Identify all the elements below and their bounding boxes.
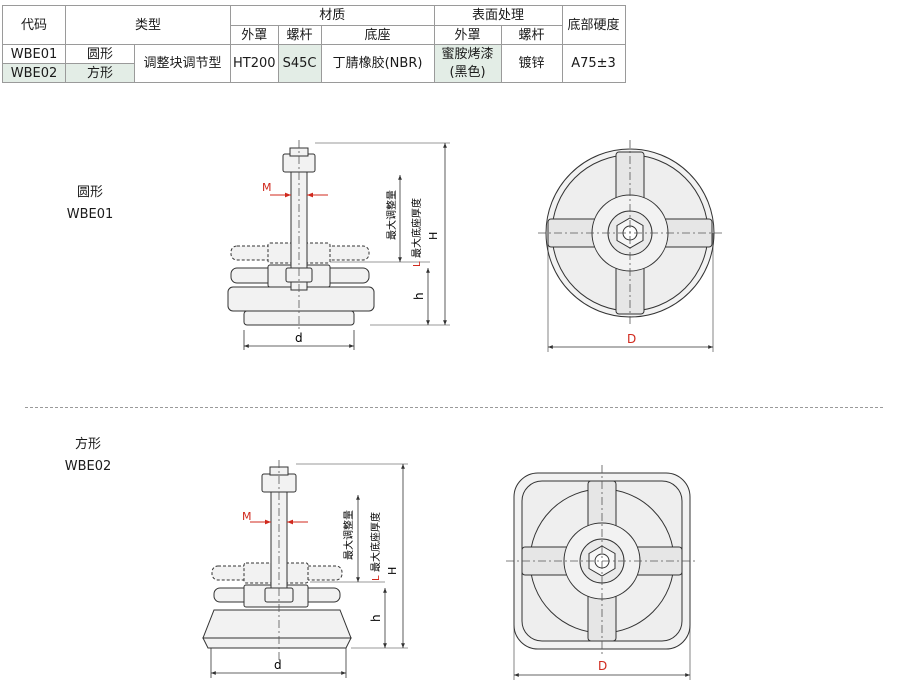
code-wbe02: WBE02 <box>2 63 66 83</box>
square-max-base-thickness: 最大底座厚度 <box>369 512 382 572</box>
square-side-view <box>202 466 352 649</box>
round-max-adjust: 最大调整量 <box>385 190 398 240</box>
square-label: 方形 WBE02 <box>60 434 116 478</box>
round-dim-M: M <box>262 181 272 194</box>
header-code: 代码 <box>2 5 66 45</box>
square-max-adjust: 最大调整量 <box>342 510 355 560</box>
square-dim-H: H <box>386 567 399 575</box>
round-code-text: WBE01 <box>66 207 114 222</box>
section-divider <box>25 407 883 408</box>
code-wbe01: WBE01 <box>2 44 66 64</box>
round-dim-D: D <box>627 332 636 346</box>
round-dim-L: L <box>412 261 423 267</box>
cover-surface-line2: (黑色) <box>433 63 502 83</box>
square-dim-M: M <box>242 510 252 523</box>
round-shape-text: 圆形 <box>76 185 103 200</box>
round-dim-H: H <box>427 232 440 240</box>
rod-surface: 镀锌 <box>500 44 563 83</box>
round-max-base-thickness: 最大底座厚度 <box>410 198 423 258</box>
square-dim-D: D <box>598 659 607 673</box>
type-value: 调整块调节型 <box>134 44 231 83</box>
base-material: 丁腈橡胶(NBR) <box>320 44 435 83</box>
rod-material: S45C <box>277 44 322 83</box>
square-shape-text: 方形 <box>74 437 101 452</box>
header-hardness: 底部硬度 <box>561 5 626 45</box>
cover-material: HT200 <box>230 44 279 83</box>
sub-cover: 外罩 <box>230 25 279 45</box>
header-type: 类型 <box>65 5 231 45</box>
cover-surface-line1: 蜜胺烤漆 <box>433 44 502 64</box>
round-dim-d: d <box>295 331 303 345</box>
spec-table: 代码 类型 材质 表面处理 底部硬度 外罩 螺杆 底座 外罩 螺杆 WBE01 … <box>2 5 626 83</box>
round-label: 圆形 WBE01 <box>62 182 118 226</box>
square-dim-L: L <box>371 575 382 581</box>
round-dim-h: h <box>412 292 426 300</box>
square-dim-d: d <box>274 658 282 672</box>
square-dim-h: h <box>369 614 383 622</box>
square-code-text: WBE02 <box>64 459 112 474</box>
hardness-value: A75±3 <box>561 44 626 83</box>
round-side-view <box>227 147 375 326</box>
shape-square: 方形 <box>65 63 135 83</box>
